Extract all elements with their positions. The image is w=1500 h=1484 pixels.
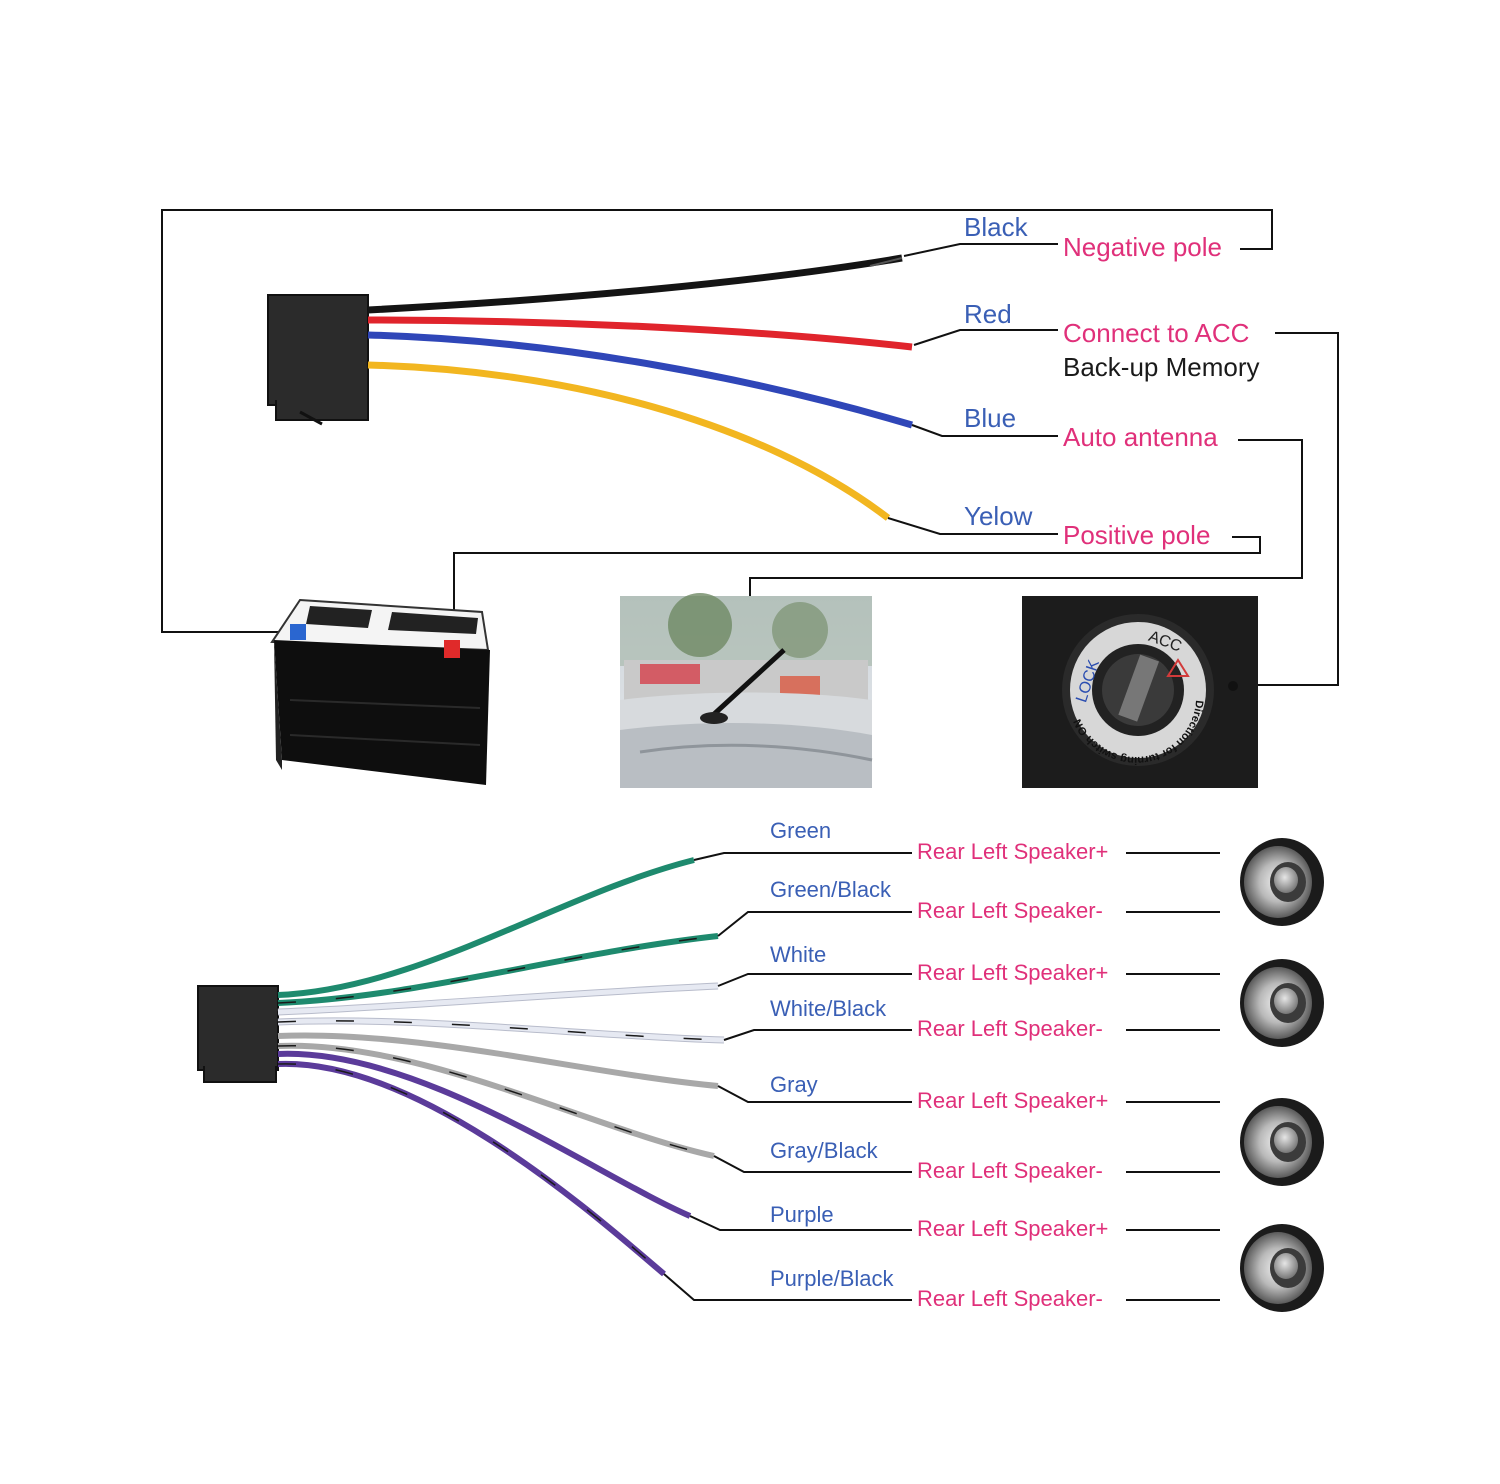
yellow-wire-name: Yelow — [964, 501, 1033, 531]
black-wire-name: Black — [964, 212, 1029, 242]
speaker-leader-line — [717, 973, 912, 987]
speaker-wire-function: Rear Left Speaker- — [917, 1016, 1103, 1041]
speaker-wire — [277, 1032, 719, 1089]
speaker-connector — [197, 985, 279, 1083]
battery-image — [270, 598, 490, 785]
black-wire — [367, 254, 903, 314]
speaker-wire — [277, 983, 719, 1015]
red-wire — [367, 316, 913, 351]
speaker-leader-line — [723, 1029, 912, 1041]
speaker-wire-name: Green — [770, 818, 831, 843]
speaker-wire — [277, 1050, 692, 1219]
speaker-wire-name: White/Black — [770, 996, 887, 1021]
speaker-wire — [277, 857, 695, 998]
positive-terminal — [444, 640, 460, 658]
yellow-wire — [367, 361, 891, 521]
speaker-icon-cap — [1274, 867, 1298, 893]
speaker-wire-stripe — [277, 935, 719, 1004]
speaker-leader-line — [663, 1273, 912, 1301]
speaker-wire-function: Rear Left Speaker- — [917, 1158, 1103, 1183]
red-wire-function: Connect to ACC — [1063, 318, 1249, 348]
speaker-wire-stripe — [277, 1063, 665, 1275]
speaker-icon — [1240, 838, 1324, 926]
speaker-icon — [1240, 1224, 1324, 1312]
speaker-wire-name: White — [770, 942, 826, 967]
blue-wire — [367, 331, 913, 429]
speaker-wire-name: Gray/Black — [770, 1138, 879, 1163]
speaker-wire-stripe — [277, 1045, 715, 1157]
speaker-leader-line — [693, 852, 912, 861]
negative-terminal — [290, 624, 306, 640]
speaker-icon-cap — [1274, 1127, 1298, 1153]
speaker-wire-function: Rear Left Speaker+ — [917, 960, 1108, 985]
top-wires — [367, 254, 913, 521]
speaker-wire-function: Rear Left Speaker+ — [917, 1216, 1108, 1241]
speaker-wire-name: Green/Black — [770, 877, 892, 902]
yellow-wire-function: Positive pole — [1063, 520, 1210, 550]
speaker-leader-line — [717, 911, 912, 937]
speaker-wire-name: Gray — [770, 1072, 818, 1097]
speaker-leader-line — [717, 1085, 912, 1103]
speaker-wires — [277, 857, 725, 1277]
speaker-icon-cap — [1274, 988, 1298, 1014]
blue-wire-name: Blue — [964, 403, 1016, 433]
speaker-wire-function: Rear Left Speaker- — [917, 898, 1103, 923]
speaker-wire-function: Rear Left Speaker+ — [917, 1088, 1108, 1113]
speaker-wire-name: Purple — [770, 1202, 834, 1227]
ignition-switch-image: ACC LOCK Direction for turning switch ON — [1022, 596, 1258, 788]
speaker-wire-name: Purple/Black — [770, 1266, 895, 1291]
top-connector — [267, 294, 369, 426]
speaker-leader-lines — [663, 852, 1220, 1301]
speaker-icon-cap — [1274, 1253, 1298, 1279]
speaker-leader-line — [689, 1215, 912, 1231]
car-antenna-image — [620, 593, 873, 788]
speaker-icons — [1240, 838, 1324, 1312]
speaker-icon — [1240, 1098, 1324, 1186]
speaker-wire-function: Rear Left Speaker+ — [917, 839, 1108, 864]
blue-wire-function: Auto antenna — [1063, 422, 1218, 452]
red-wire-name: Red — [964, 299, 1012, 329]
speaker-wire-stripe — [277, 1020, 725, 1041]
red-wire-note: Back-up Memory — [1063, 352, 1260, 382]
speaker-wire — [277, 1060, 666, 1277]
speaker-wire — [277, 933, 719, 1006]
speaker-leader-line — [713, 1155, 912, 1173]
black-wire-function: Negative pole — [1063, 232, 1222, 262]
speaker-icon — [1240, 959, 1324, 1047]
speaker-wire-function: Rear Left Speaker- — [917, 1286, 1103, 1311]
